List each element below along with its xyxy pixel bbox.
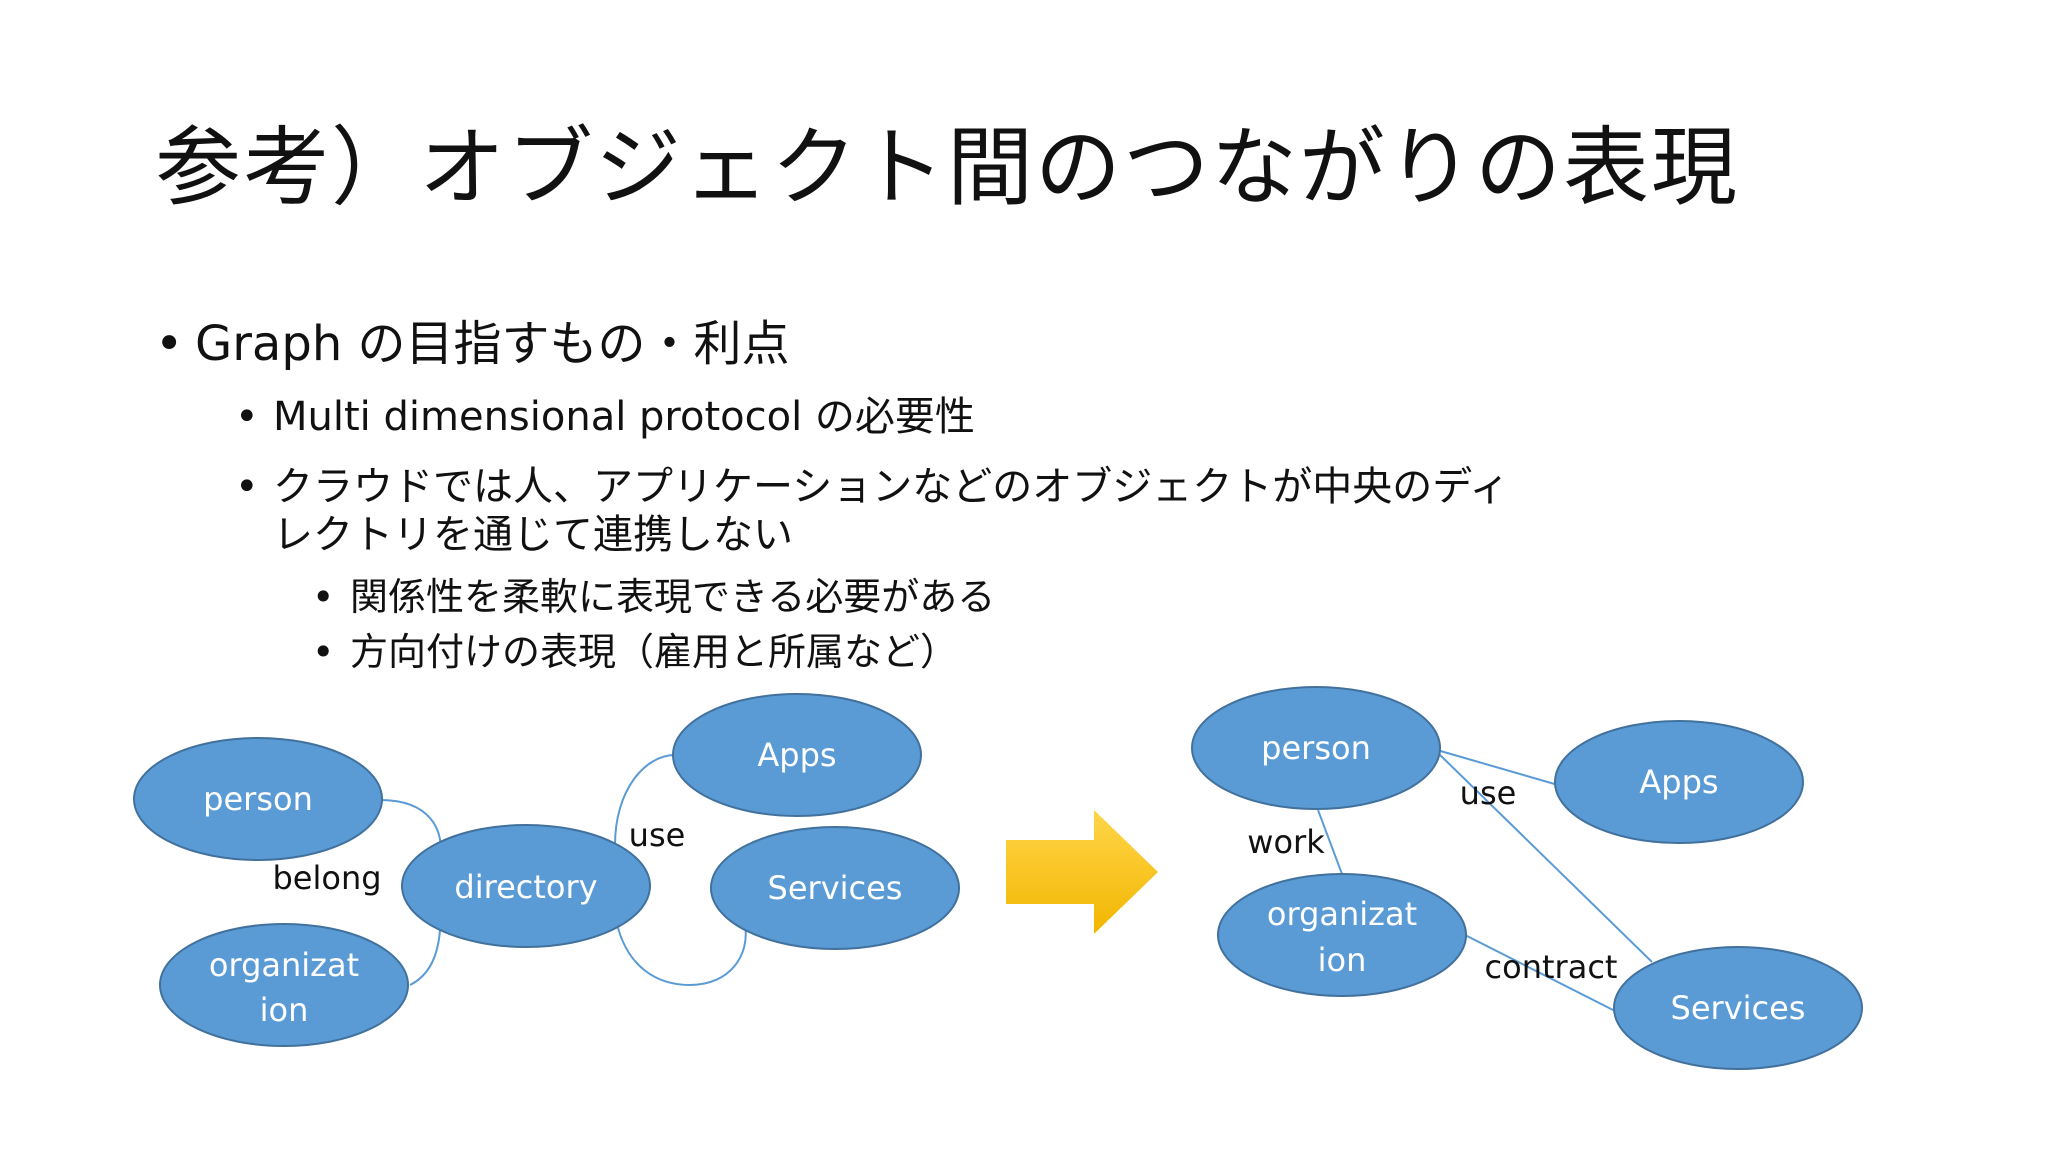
node-person-left-label: person (203, 780, 313, 818)
node-organization-left (159, 923, 409, 1047)
node-services-right (1613, 946, 1863, 1070)
edge-label-contract: contract (1485, 948, 1618, 986)
node-organization-left-label-2: ion (260, 991, 309, 1029)
bullet-dot: • (155, 316, 184, 372)
edge-label-belong: belong (272, 859, 381, 897)
bullet-l2b-line1: クラウドでは人、アプリケーションなどのオブジェクトが中央のディ (273, 464, 1510, 510)
bullet-l1-jp: の目指すもの・利点 (342, 316, 790, 372)
node-directory-left (401, 824, 651, 948)
bullet-dot: • (235, 394, 259, 440)
edge-person-apps (1436, 749, 1559, 786)
edge-directory-services (614, 914, 747, 987)
bullet-l3a-text: 関係性を柔軟に表現できる必要がある (350, 575, 996, 619)
edge-organization-directory (409, 929, 441, 986)
edge-label-use-left: use (629, 816, 686, 854)
node-apps-left (672, 693, 922, 817)
slide-title: 参考）オブジェクト間のつながりの表現 (155, 118, 1739, 218)
edge-person-services (1436, 751, 1653, 963)
node-organization-left-label-1: organizat (209, 946, 359, 984)
node-directory-left-label: directory (454, 868, 597, 906)
edge-label-work: work (1247, 823, 1325, 861)
node-person-right (1191, 686, 1441, 810)
bullet-l2a-en: Multi dimensional protocol (273, 394, 803, 440)
node-services-right-label: Services (1671, 989, 1806, 1027)
edge-label-use-right: use (1460, 774, 1517, 812)
node-apps-right-label: Apps (1639, 763, 1718, 801)
node-apps-left-label: Apps (757, 736, 836, 774)
node-apps-right (1554, 720, 1804, 844)
node-services-left-label: Services (768, 869, 903, 907)
edge-directory-apps (614, 754, 676, 846)
node-person-right-label: person (1261, 729, 1371, 767)
bullet-l1-en: Graph (195, 316, 343, 372)
node-organization-right (1217, 873, 1467, 997)
edge-organization-services (1464, 934, 1618, 1013)
node-services-left (710, 826, 960, 950)
bullet-dot: • (312, 575, 335, 619)
node-organization-right-label-2: ion (1318, 941, 1367, 979)
bullet-dot: • (312, 630, 335, 674)
node-person-left (133, 737, 383, 861)
bullet-dot: • (235, 464, 259, 510)
node-organization-right-label-1: organizat (1267, 895, 1417, 933)
edge-person-organization (1317, 809, 1343, 875)
bullet-l3b-text: 方向付けの表現（雇用と所属など） (350, 630, 959, 674)
bullet-l2a-jp: の必要性 (802, 394, 975, 440)
transition-arrow (1006, 810, 1158, 934)
bullet-l2b-line2: レクトリを通じて連携しない (273, 512, 793, 558)
